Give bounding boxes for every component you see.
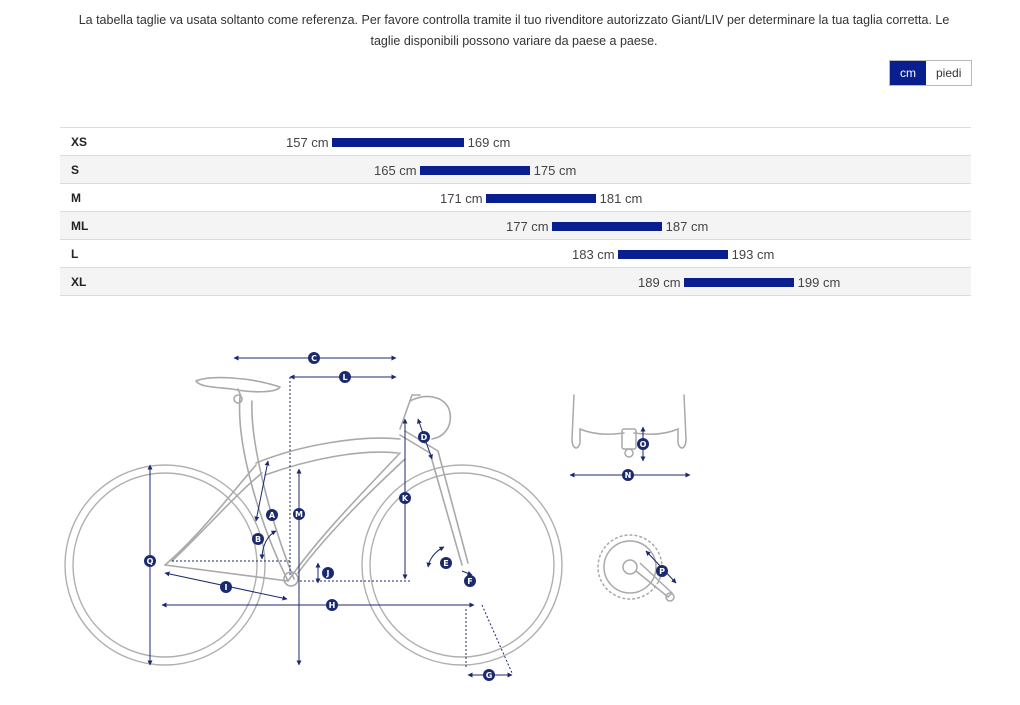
- range-max-label: 169 cm: [467, 134, 511, 150]
- callout-i: I: [220, 581, 232, 593]
- range-bar: [331, 137, 464, 147]
- svg-text:H: H: [329, 601, 336, 610]
- callout-f: F: [464, 575, 476, 587]
- svg-text:D: D: [421, 433, 428, 442]
- height-range: 183 cm 193 cm: [572, 240, 774, 268]
- svg-text:O: O: [640, 440, 647, 449]
- range-max-label: 181 cm: [599, 190, 643, 206]
- svg-text:J: J: [326, 569, 330, 578]
- callout-a: A: [266, 509, 278, 521]
- size-row: L 183 cm 193 cm: [60, 239, 971, 267]
- range-bar: [419, 165, 530, 175]
- bike-geometry-diagram: C L D K M A B Q J E F I H G O N P: [64, 352, 691, 681]
- size-label: S: [71, 163, 80, 177]
- callout-q: Q: [144, 555, 156, 567]
- range-max-label: 193 cm: [731, 246, 775, 262]
- svg-text:F: F: [467, 577, 472, 586]
- size-label: L: [71, 247, 79, 261]
- callout-c: C: [308, 352, 320, 364]
- bike-frame: [164, 376, 469, 587]
- callout-m: M: [293, 508, 305, 520]
- svg-text:P: P: [659, 567, 665, 576]
- svg-text:G: G: [486, 671, 493, 680]
- callout-d: D: [418, 431, 430, 443]
- size-row: ML 177 cm 187 cm: [60, 211, 971, 239]
- dimension-lines: [147, 355, 513, 678]
- size-row: S 165 cm 175 cm: [60, 155, 971, 183]
- svg-text:M: M: [295, 510, 303, 519]
- range-bar: [683, 277, 794, 287]
- height-range: 171 cm 181 cm: [440, 184, 642, 212]
- range-bar: [551, 221, 662, 231]
- range-bar: [617, 249, 728, 259]
- disclaimer-line-2: taglie disponibili possono variare da pa…: [370, 34, 658, 48]
- range-min-label: 157 cm: [286, 134, 329, 150]
- size-row: XL 189 cm 199 cm: [60, 267, 971, 296]
- range-max-label: 187 cm: [665, 218, 709, 234]
- callout-j: J: [322, 567, 334, 579]
- front-wheel: [361, 464, 563, 666]
- range-min-label: 189 cm: [638, 274, 681, 290]
- range-min-label: 165 cm: [374, 162, 417, 178]
- handlebar-inset: [569, 394, 691, 478]
- size-row: M 171 cm 181 cm: [60, 183, 971, 211]
- size-label: XS: [71, 135, 88, 149]
- unit-cm-button[interactable]: cm: [890, 61, 926, 85]
- svg-text:B: B: [255, 535, 261, 544]
- callout-n: N: [622, 469, 634, 481]
- disclaimer-line-1: La tabella taglie va usata soltanto come…: [78, 13, 950, 27]
- callout-k: K: [399, 492, 411, 504]
- svg-text:E: E: [443, 559, 448, 568]
- height-range: 177 cm 187 cm: [506, 212, 708, 240]
- callout-h: H: [326, 599, 338, 611]
- range-min-label: 171 cm: [440, 190, 483, 206]
- svg-text:K: K: [402, 494, 409, 503]
- range-min-label: 177 cm: [506, 218, 549, 234]
- svg-text:A: A: [269, 511, 276, 520]
- height-range: 189 cm 199 cm: [638, 268, 840, 296]
- size-label: ML: [71, 219, 89, 233]
- callout-b: B: [252, 533, 264, 545]
- unit-feet-button[interactable]: piedi: [926, 61, 972, 85]
- size-row: XS 157 cm 169 cm: [60, 127, 971, 155]
- rear-wheel: [64, 464, 266, 666]
- range-max-label: 199 cm: [797, 274, 841, 290]
- svg-text:L: L: [342, 373, 347, 382]
- callout-l: L: [339, 371, 351, 383]
- callout-o: O: [637, 438, 649, 450]
- range-min-label: 183 cm: [572, 246, 615, 262]
- size-disclaimer: La tabella taglie va usata soltanto come…: [64, 10, 964, 52]
- svg-text:N: N: [625, 471, 632, 480]
- callout-g: G: [483, 669, 495, 681]
- callout-p: P: [656, 565, 668, 577]
- size-label: XL: [71, 275, 87, 289]
- svg-text:Q: Q: [147, 557, 154, 566]
- svg-text:C: C: [311, 354, 317, 363]
- range-bar: [485, 193, 596, 203]
- height-range: 165 cm 175 cm: [374, 156, 576, 184]
- callout-e: E: [440, 557, 452, 569]
- range-max-label: 175 cm: [533, 162, 577, 178]
- size-chart: XS 157 cm 169 cm S 165 cm 175 cm M 171 cm 181 cm…: [60, 127, 971, 296]
- height-range: 157 cm 169 cm: [286, 128, 510, 156]
- unit-toggle: cm piedi: [889, 60, 973, 86]
- size-label: M: [71, 191, 81, 205]
- svg-text:I: I: [225, 583, 228, 592]
